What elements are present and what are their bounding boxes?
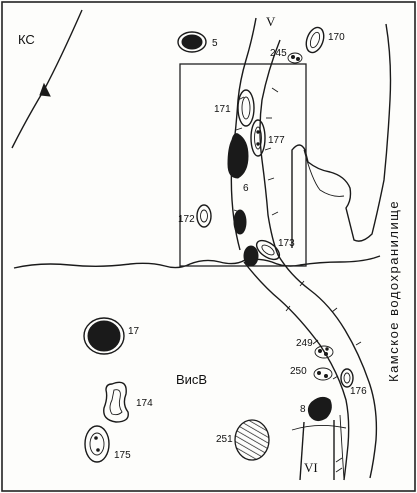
zone-label-bottom: VI xyxy=(304,460,318,475)
ks-fault-line xyxy=(11,9,83,149)
label-structure-170: 170 xyxy=(328,32,345,43)
structure-250 xyxy=(313,367,333,381)
structure-174 xyxy=(103,381,129,423)
reservoir-shoreline xyxy=(291,23,392,248)
label-structure-176: 176 xyxy=(350,386,367,397)
label-structure-171: 171 xyxy=(214,104,231,115)
structure-177 xyxy=(250,119,266,157)
zone-vi-lines xyxy=(291,414,347,481)
structure-251 xyxy=(234,419,270,461)
structure-245 xyxy=(287,52,303,64)
label-structure-173: 173 xyxy=(278,238,295,249)
zone-label-top: V xyxy=(266,14,276,29)
structure-172 xyxy=(196,204,212,228)
structure-249 xyxy=(314,345,334,359)
corner-label: КС xyxy=(18,32,35,47)
label-structure-251: 251 xyxy=(216,434,233,445)
label-structure-175: 175 xyxy=(114,450,131,461)
structure-176 xyxy=(340,368,354,388)
label-structure-6: 6 xyxy=(243,183,249,194)
label-structure-174: 174 xyxy=(136,398,153,409)
label-structure-8: 8 xyxy=(300,404,306,415)
label-structure-177: 177 xyxy=(268,135,285,146)
region-label: ВисВ xyxy=(176,372,207,387)
river-line xyxy=(13,255,381,269)
structure-170 xyxy=(305,26,325,54)
structure-171 xyxy=(237,89,255,127)
structure-173 xyxy=(255,239,281,261)
inset-frame xyxy=(179,63,307,267)
label-structure-5: 5 xyxy=(212,38,218,49)
structure-5 xyxy=(177,31,207,53)
structure-river-body xyxy=(243,245,259,267)
structure-8 xyxy=(307,396,332,422)
structure-6 xyxy=(227,133,249,179)
reservoir-label: Камское водохранилище xyxy=(386,200,401,382)
structure-175 xyxy=(84,425,110,463)
label-structure-17: 17 xyxy=(128,326,140,337)
label-structure-250: 250 xyxy=(290,366,307,377)
structure-6-lower xyxy=(233,209,247,235)
structure-17 xyxy=(83,317,125,355)
label-structure-249: 249 xyxy=(296,338,313,349)
label-structure-245: 245 xyxy=(270,48,287,59)
label-structure-172: 172 xyxy=(178,214,195,225)
